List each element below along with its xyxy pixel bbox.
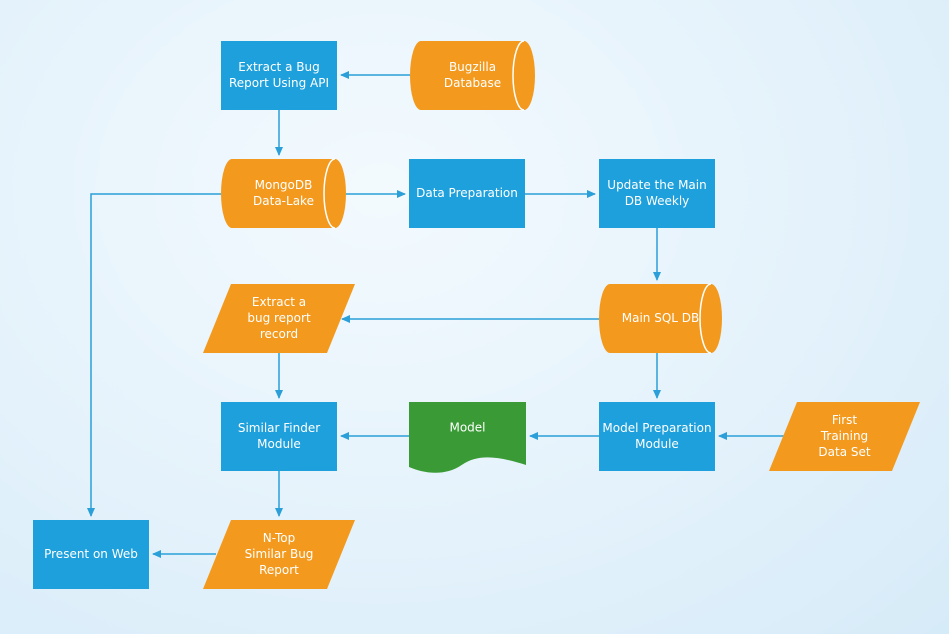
similar-finder-shape [221, 402, 337, 471]
similar-finder-label-line-2: Module [257, 437, 301, 451]
present-web-label-line-1: Present on Web [44, 547, 138, 561]
model-preparation-label-line-1: Model Preparation [602, 421, 711, 435]
extract-bug-report-shape [221, 41, 337, 110]
edges-layer [87, 71, 784, 558]
node-present-web: Present on Web [33, 520, 149, 589]
present-web-shape [33, 520, 149, 589]
mongodb-cylinder-rim [323, 158, 336, 229]
first-training-label-line-2: Training [820, 429, 868, 443]
update-main-db-shape [599, 159, 715, 228]
node-model: Model [409, 402, 526, 473]
extract-bug-report-label-line-2: Report Using API [229, 76, 329, 90]
mongodb-label-line-2: Data-Lake [253, 194, 314, 208]
extract-record-label-line-1: Extract a [252, 295, 306, 309]
model-preparation-shape [599, 402, 715, 471]
similar-finder-label-line-1: Similar Finder [238, 421, 320, 435]
model-label-line-1: Model [449, 421, 485, 435]
extract-record-label-line-2: bug report [247, 311, 311, 325]
first-training-label-line-3: Data Set [818, 445, 870, 459]
bugzilla-db-shape [410, 41, 535, 110]
extract-bug-report-label-line-1: Extract a Bug [238, 60, 319, 74]
mongodb-shape [221, 159, 346, 228]
node-data-preparation: Data Preparation [409, 159, 525, 228]
bugzilla-db-label-line-2: Database [444, 76, 501, 90]
bugzilla-db-cylinder-rim [512, 40, 525, 111]
data-preparation-label-line-1: Data Preparation [416, 186, 518, 200]
update-main-db-label-line-2: DB Weekly [625, 194, 690, 208]
first-training-label-line-1: First [832, 413, 858, 427]
model-preparation-label-line-2: Module [635, 437, 679, 451]
main-sql-db-label-line-1: Main SQL DB [622, 311, 700, 325]
ntop-label-line-3: Report [259, 563, 299, 577]
edge-mongodb-to-present-web [87, 193, 221, 517]
model-shape [409, 402, 526, 473]
bugzilla-db-label-line-1: Bugzilla [449, 60, 496, 74]
main-sql-db-shape [599, 284, 723, 353]
mongodb-label-line-1: MongoDB [255, 178, 313, 192]
ntop-label-line-2: Similar Bug [245, 547, 314, 561]
node-extract-record: Extract a bug report record [203, 284, 355, 353]
node-mongodb: MongoDB Data-Lake [221, 158, 346, 229]
node-main-sql-db: Main SQL DB [599, 283, 723, 354]
extract-record-label-line-3: record [260, 327, 298, 341]
update-main-db-label-line-1: Update the Main [607, 178, 706, 192]
data-preparation-shape [409, 159, 525, 228]
node-update-main-db: Update the Main DB Weekly [599, 159, 715, 228]
extract-record-shape [203, 284, 355, 353]
main-sql-db-cylinder-rim [699, 283, 712, 354]
first-training-shape [769, 402, 920, 471]
ntop-label-line-1: N-Top [263, 531, 295, 545]
ntop-shape [203, 520, 355, 589]
